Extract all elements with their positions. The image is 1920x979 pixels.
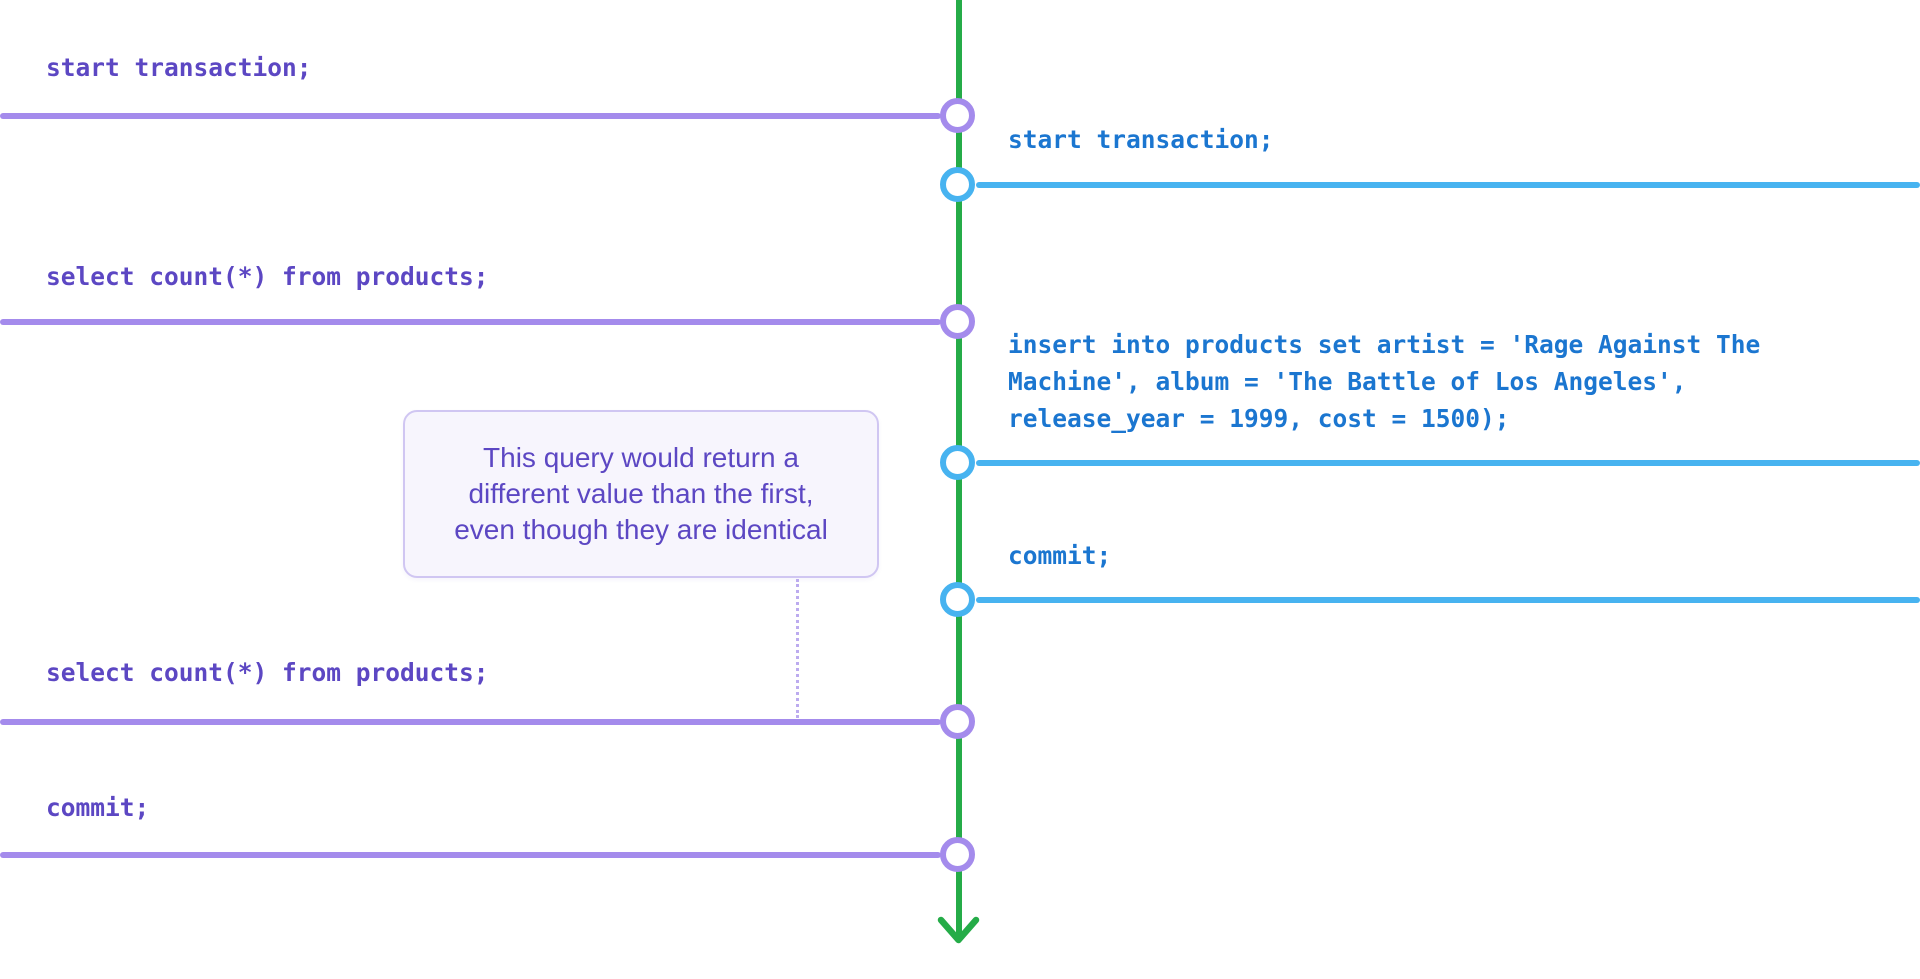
arrow-down-icon bbox=[937, 916, 980, 944]
timeline-node bbox=[940, 304, 975, 339]
left-query-line bbox=[0, 719, 941, 725]
left-query-label: start transaction; bbox=[46, 53, 312, 82]
tooltip-text-line: different value than the first, bbox=[468, 478, 814, 509]
left-query-label: commit; bbox=[46, 793, 150, 822]
timeline-node bbox=[940, 445, 975, 480]
left-query-label: select count(*) from products; bbox=[46, 658, 489, 687]
right-query-label: start transaction; bbox=[1008, 125, 1274, 154]
tooltip-connector-line bbox=[796, 579, 799, 718]
right-query-line bbox=[976, 597, 1920, 603]
left-query-line bbox=[0, 319, 941, 325]
right-query-label: commit; bbox=[1008, 541, 1112, 570]
timeline-node bbox=[940, 167, 975, 202]
timeline-node bbox=[940, 704, 975, 739]
left-query-line bbox=[0, 852, 941, 858]
right-query-line bbox=[976, 182, 1920, 188]
timeline-node bbox=[940, 837, 975, 872]
left-query-line bbox=[0, 113, 941, 119]
right-query-label: insert into products set artist = 'Rage … bbox=[1008, 330, 1761, 433]
left-query-label: select count(*) from products; bbox=[46, 262, 489, 291]
tooltip-text-line: even though they are identical bbox=[454, 514, 828, 545]
timeline-node bbox=[940, 98, 975, 133]
annotation-tooltip: This query would return a different valu… bbox=[403, 410, 879, 578]
timeline-node bbox=[940, 582, 975, 617]
tooltip-text-line: This query would return a bbox=[483, 442, 799, 473]
right-query-line bbox=[976, 460, 1920, 466]
